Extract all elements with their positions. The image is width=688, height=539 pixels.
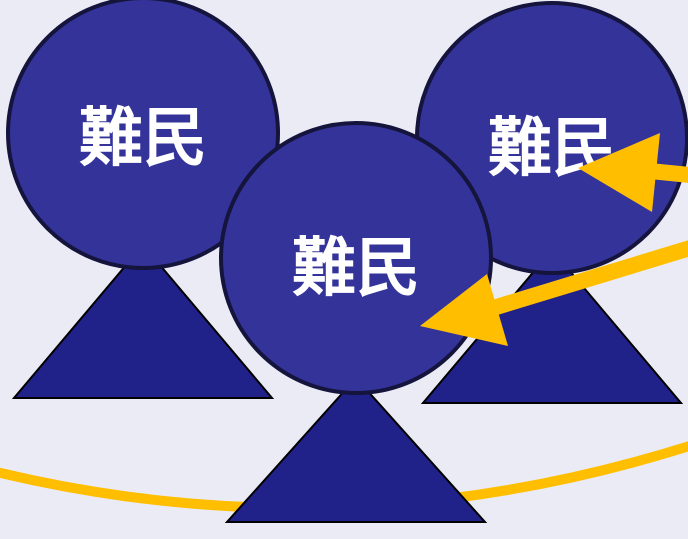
figure-left-label: 難民: [79, 102, 207, 176]
figure-center-body: [224, 376, 488, 523]
figure-left-head: [6, 0, 280, 270]
figure-left-body: [11, 243, 275, 399]
arrow-right: [578, 133, 688, 212]
figure-left: 難民: [6, 0, 280, 399]
figure-center-label: 難民: [292, 232, 420, 306]
arrow-center: [420, 240, 688, 346]
figure-center: 難民: [219, 121, 493, 523]
